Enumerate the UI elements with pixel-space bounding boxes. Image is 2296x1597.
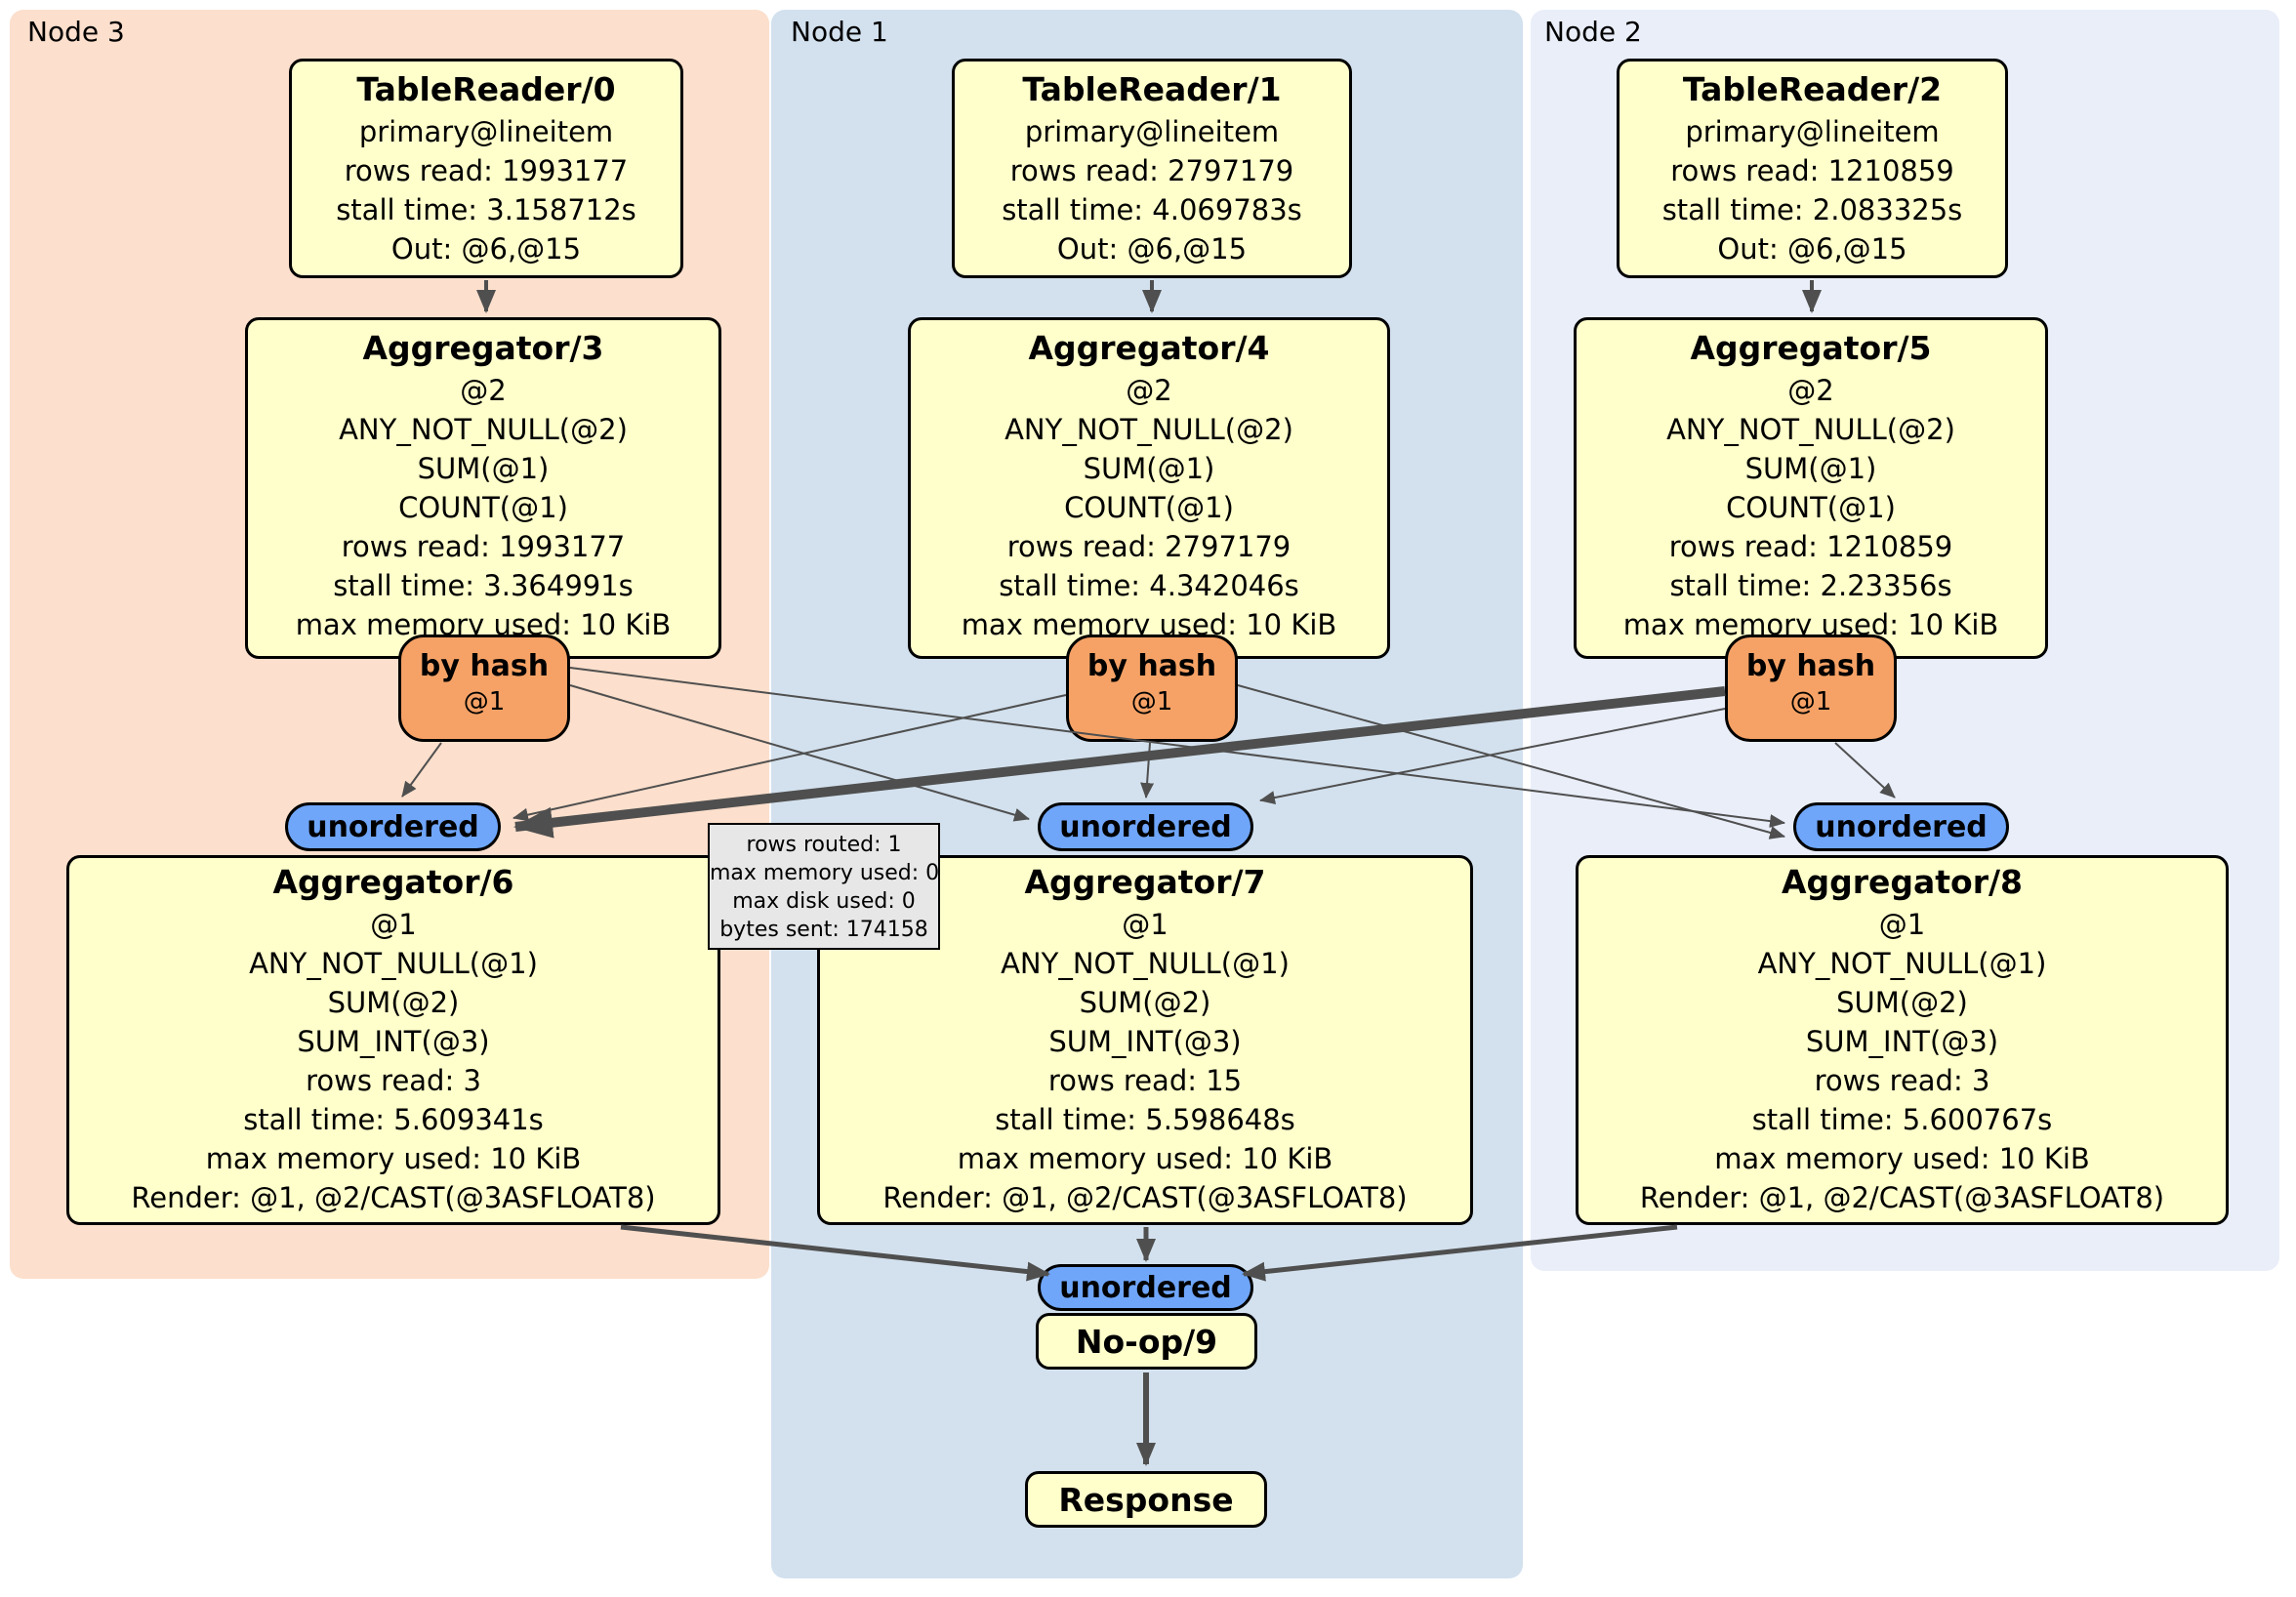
processor-line: rows read: 1993177 bbox=[344, 154, 629, 187]
processor-title: Aggregator/5 bbox=[1690, 329, 1932, 367]
router-arg: @1 bbox=[1789, 687, 1832, 717]
router-label: by hash bbox=[419, 649, 550, 683]
processor-line: rows read: 1993177 bbox=[341, 530, 626, 563]
processor-line: @1 bbox=[1878, 908, 1926, 941]
processor-tablereader-2[interactable]: TableReader/2 primary@lineitem rows read… bbox=[1617, 59, 2008, 278]
router-by-hash-node-2[interactable]: by hash @1 bbox=[1725, 635, 1897, 742]
processor-line: SUM(@1) bbox=[417, 452, 550, 485]
processor-line: @2 bbox=[460, 374, 507, 407]
processor-line: ANY_NOT_NULL(@2) bbox=[1666, 413, 1955, 446]
processor-line: Out: @6,@15 bbox=[1056, 232, 1248, 266]
processor-line: max memory used: 10 KiB bbox=[1714, 1142, 2090, 1175]
tooltip-line: rows routed: 1 bbox=[746, 833, 902, 857]
sync-unordered-node-2[interactable]: unordered bbox=[1793, 802, 2009, 851]
processor-line: max memory used: 10 KiB bbox=[957, 1142, 1333, 1175]
processor-line: Render: @1, @2/CAST(@3ASFLOAT8) bbox=[131, 1181, 656, 1214]
processor-aggregator-5[interactable]: Aggregator/5 @2 ANY_NOT_NULL(@2) SUM(@1)… bbox=[1574, 317, 2048, 659]
processor-line: Out: @6,@15 bbox=[1717, 232, 1907, 266]
processor-line: Render: @1, @2/CAST(@3ASFLOAT8) bbox=[1639, 1181, 2165, 1214]
processor-title: Aggregator/3 bbox=[362, 329, 604, 367]
processor-response[interactable]: Response bbox=[1025, 1471, 1267, 1528]
processor-line: SUM_INT(@3) bbox=[1048, 1025, 1242, 1058]
processor-aggregator-8[interactable]: Aggregator/8 @1 ANY_NOT_NULL(@1) SUM(@2)… bbox=[1576, 855, 2229, 1225]
processor-line: ANY_NOT_NULL(@2) bbox=[1004, 413, 1293, 446]
processor-line: stall time: 3.364991s bbox=[333, 569, 634, 602]
processor-title: Aggregator/8 bbox=[1781, 863, 2024, 901]
processor-line: stall time: 5.598648s bbox=[995, 1103, 1295, 1136]
sync-unordered-final[interactable]: unordered bbox=[1038, 1264, 1253, 1311]
processor-line: stall time: 2.23356s bbox=[1669, 569, 1952, 602]
router-label: by hash bbox=[1745, 649, 1876, 683]
processor-line: max memory used: 10 KiB bbox=[205, 1142, 582, 1175]
processor-aggregator-6[interactable]: Aggregator/6 @1 ANY_NOT_NULL(@1) SUM(@2)… bbox=[66, 855, 720, 1225]
processor-line: COUNT(@1) bbox=[1064, 491, 1234, 524]
panel-label-node-1: Node 1 bbox=[791, 16, 888, 48]
processor-line: COUNT(@1) bbox=[398, 491, 568, 524]
processor-line: @2 bbox=[1787, 374, 1834, 407]
processor-line: SUM(@2) bbox=[1836, 986, 1968, 1019]
processor-line: stall time: 5.609341s bbox=[243, 1103, 544, 1136]
panel-label-node-2: Node 2 bbox=[1544, 16, 1642, 48]
processor-line: rows read: 15 bbox=[1047, 1064, 1243, 1097]
processor-line: @1 bbox=[370, 908, 417, 941]
processor-line: @2 bbox=[1126, 374, 1172, 407]
processor-line: stall time: 4.342046s bbox=[999, 569, 1299, 602]
processor-line: ANY_NOT_NULL(@2) bbox=[339, 413, 628, 446]
processor-noop-9[interactable]: No-op/9 bbox=[1036, 1313, 1257, 1370]
processor-line: stall time: 4.069783s bbox=[1002, 193, 1302, 226]
processor-line: ANY_NOT_NULL(@1) bbox=[249, 947, 538, 980]
stream-stats-tooltip: rows routed: 1 max memory used: 0 max di… bbox=[708, 823, 940, 950]
router-by-hash-node-1[interactable]: by hash @1 bbox=[1066, 635, 1238, 742]
processor-aggregator-3[interactable]: Aggregator/3 @2 ANY_NOT_NULL(@2) SUM(@1)… bbox=[245, 317, 721, 659]
router-arg: @1 bbox=[1130, 687, 1173, 717]
processor-line: SUM(@2) bbox=[1079, 986, 1211, 1019]
processor-line: SUM(@1) bbox=[1744, 452, 1877, 485]
processor-tablereader-1[interactable]: TableReader/1 primary@lineitem rows read… bbox=[952, 59, 1352, 278]
router-label: by hash bbox=[1086, 649, 1217, 683]
tooltip-line: max memory used: 0 bbox=[710, 861, 940, 885]
tooltip-line: max disk used: 0 bbox=[732, 889, 916, 914]
processor-line: ANY_NOT_NULL(@1) bbox=[1001, 947, 1290, 980]
processor-line: rows read: 1210859 bbox=[1670, 154, 1954, 187]
processor-line: Render: @1, @2/CAST(@3ASFLOAT8) bbox=[882, 1181, 1408, 1214]
router-arg: @1 bbox=[463, 687, 506, 717]
processor-line: stall time: 3.158712s bbox=[336, 193, 636, 226]
processor-tablereader-0[interactable]: TableReader/0 primary@lineitem rows read… bbox=[289, 59, 683, 278]
processor-line: rows read: 3 bbox=[1814, 1064, 1990, 1097]
processor-line: Out: @6,@15 bbox=[390, 232, 582, 266]
processor-title: TableReader/0 bbox=[356, 70, 616, 108]
processor-title: TableReader/2 bbox=[1682, 70, 1943, 108]
processor-title: Aggregator/4 bbox=[1028, 329, 1270, 367]
processor-title: Aggregator/7 bbox=[1024, 863, 1266, 901]
processor-line: rows read: 1210859 bbox=[1668, 530, 1953, 563]
processor-line: SUM(@2) bbox=[327, 986, 460, 1019]
processor-line: COUNT(@1) bbox=[1726, 491, 1896, 524]
processor-title: No-op/9 bbox=[1075, 1323, 1218, 1361]
processor-line: rows read: 3 bbox=[306, 1064, 481, 1097]
processor-line: primary@lineitem bbox=[1024, 115, 1280, 148]
router-by-hash-node-3[interactable]: by hash @1 bbox=[398, 635, 570, 742]
processor-line: primary@lineitem bbox=[1685, 115, 1940, 148]
processor-title: Aggregator/6 bbox=[272, 863, 514, 901]
processor-line: rows read: 2797179 bbox=[1009, 154, 1294, 187]
sync-unordered-node-3[interactable]: unordered bbox=[285, 802, 501, 851]
processor-line: stall time: 5.600767s bbox=[1751, 1103, 2053, 1136]
processor-line: SUM(@1) bbox=[1083, 452, 1215, 485]
processor-line: ANY_NOT_NULL(@1) bbox=[1757, 947, 2047, 980]
processor-line: SUM_INT(@3) bbox=[1805, 1025, 1999, 1058]
processor-line: SUM_INT(@3) bbox=[297, 1025, 490, 1058]
tooltip-line: bytes sent: 174158 bbox=[719, 918, 928, 942]
processor-line: stall time: 2.083325s bbox=[1661, 193, 1963, 226]
panel-label-node-3: Node 3 bbox=[27, 16, 125, 48]
processor-title: Response bbox=[1058, 1481, 1234, 1519]
sync-unordered-node-1[interactable]: unordered bbox=[1038, 802, 1253, 851]
processor-title: TableReader/1 bbox=[1022, 70, 1282, 108]
processor-line: rows read: 2797179 bbox=[1006, 530, 1292, 563]
processor-line: primary@lineitem bbox=[358, 115, 614, 148]
processor-line: @1 bbox=[1122, 908, 1168, 941]
processor-aggregator-4[interactable]: Aggregator/4 @2 ANY_NOT_NULL(@2) SUM(@1)… bbox=[908, 317, 1390, 659]
